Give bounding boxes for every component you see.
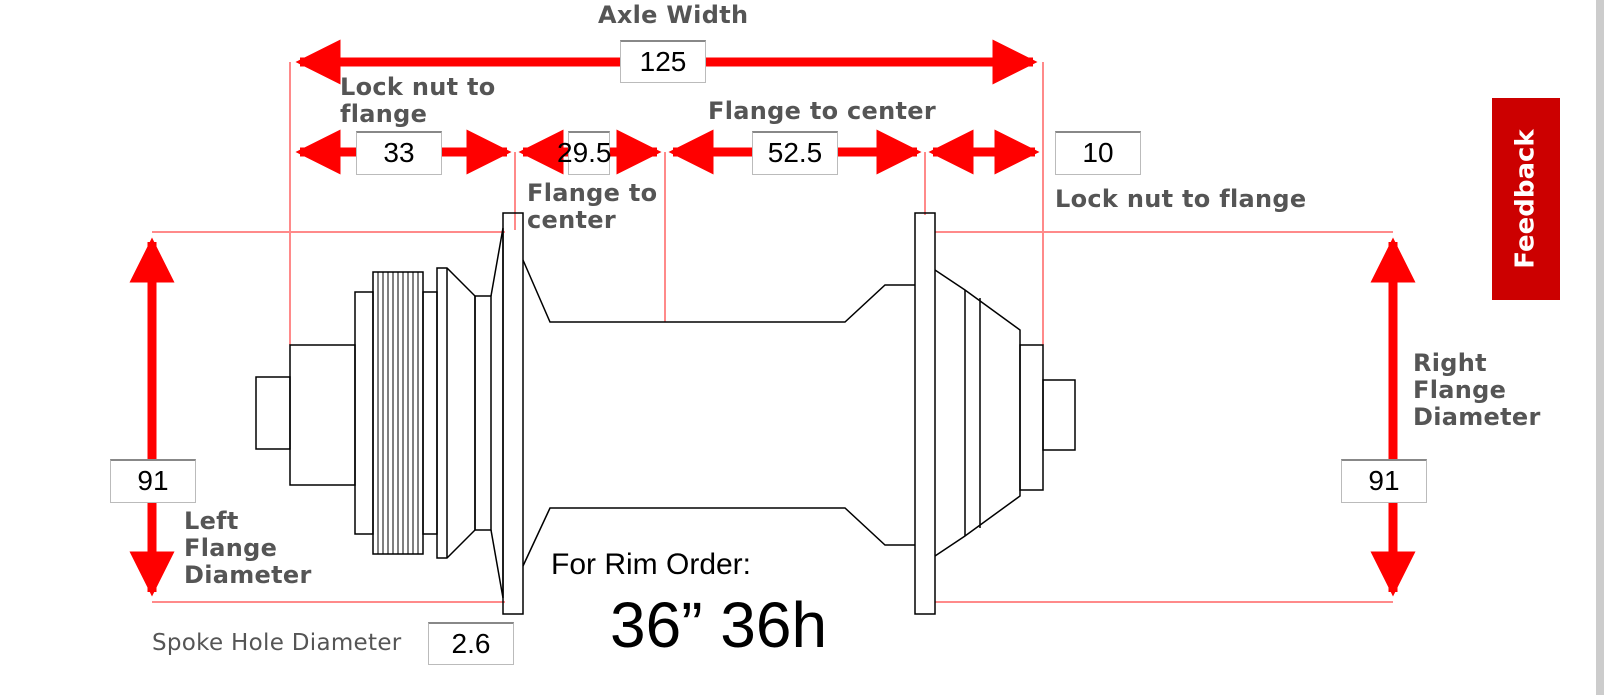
- right-flange-diameter-input[interactable]: 91: [1341, 459, 1427, 503]
- flange-center-right-input[interactable]: 52.5: [752, 131, 838, 175]
- lock-nut-left-input[interactable]: 33: [356, 131, 442, 175]
- lock-nut-right-label: Lock nut to flange: [1055, 185, 1307, 213]
- feedback-label: Feedback: [1511, 129, 1542, 269]
- freehub-splines: [377, 272, 419, 554]
- guide-lines: [152, 62, 1393, 603]
- flange-center-right-label: Flange to center: [708, 97, 937, 125]
- lock-nut-left-label: Lock nut to flange: [340, 73, 496, 128]
- spoke-hole-diameter-label: Spoke Hole Diameter: [152, 630, 402, 656]
- axle-width-label: Axle Width: [598, 1, 749, 29]
- hub-drawing: [255, 212, 1076, 615]
- lock-nut-right-input[interactable]: 10: [1055, 131, 1141, 175]
- flange-center-left-input[interactable]: 29.5: [557, 131, 612, 175]
- feedback-button[interactable]: Feedback: [1492, 98, 1560, 300]
- flange-center-left-label: Flange to center: [527, 179, 658, 234]
- axle-width-input[interactable]: 125: [620, 40, 706, 83]
- scrollbar[interactable]: [1596, 0, 1604, 695]
- rim-order-value: 36” 36h: [610, 589, 828, 661]
- right-flange-diameter-label: Right Flange Diameter: [1413, 349, 1541, 431]
- spoke-hole-diameter-input[interactable]: 2.6: [428, 622, 514, 665]
- left-flange-diameter-label: Left Flange Diameter: [184, 507, 312, 589]
- left-flange-diameter-input[interactable]: 91: [110, 459, 196, 503]
- rim-order-label: For Rim Order:: [551, 548, 752, 581]
